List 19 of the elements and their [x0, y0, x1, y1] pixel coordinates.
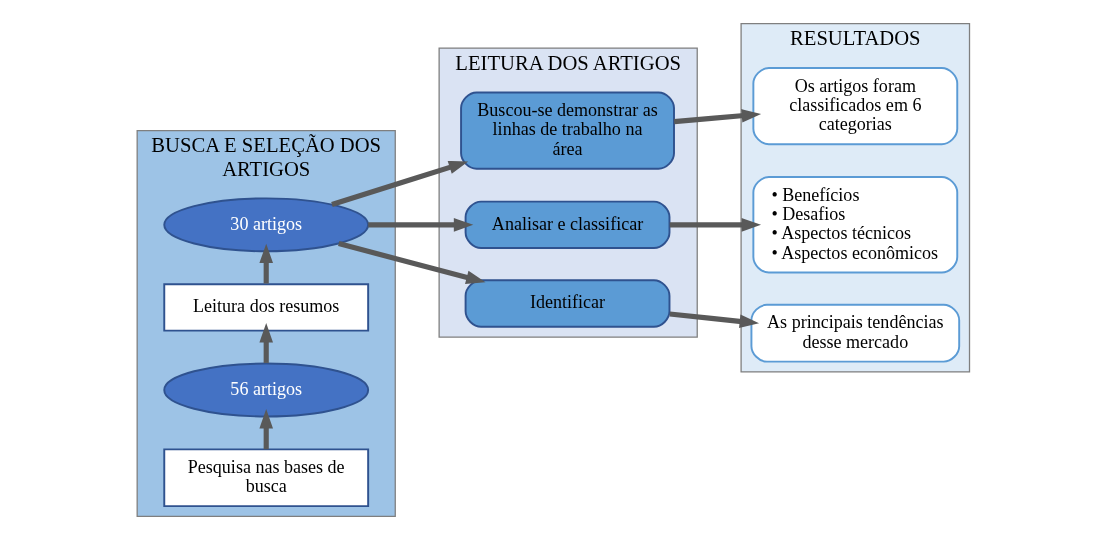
arrow: [258, 323, 273, 363]
arrow: [669, 218, 761, 232]
node-box: • Benefícios • Desafios • Aspectos técnicos • Aspectos econômicos: [751, 176, 958, 274]
arrow: [367, 218, 473, 232]
node-box: Analisar e classificar: [464, 200, 670, 250]
arrow: [337, 241, 485, 284]
arrow: [669, 311, 759, 329]
node-ellipse: 56 artigos: [162, 362, 369, 418]
arrow: [258, 243, 273, 284]
arrow: [673, 109, 761, 125]
arrow: [330, 160, 468, 207]
node-box: Pesquisa nas bases de busca: [162, 448, 369, 508]
node-box: Identificar: [464, 279, 670, 328]
node-box: As principais tendências desse mercado: [749, 303, 960, 363]
node-box: Os artigos foram classificados em 6 categorias: [751, 67, 958, 146]
node-box: Leitura dos resumos: [162, 283, 369, 332]
node-box: Buscou-se demonstrar as linhas de trabalho na área: [459, 91, 675, 170]
arrow: [258, 409, 273, 450]
node-ellipse: 30 artigos: [162, 197, 369, 253]
